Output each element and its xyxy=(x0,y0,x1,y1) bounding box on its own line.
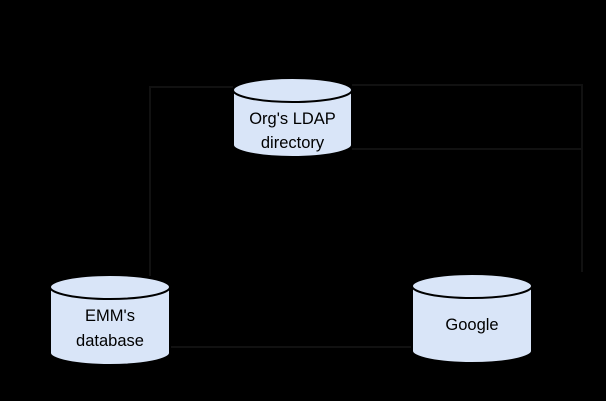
google-label-line1: Google xyxy=(445,316,498,334)
ldap-label-line2: directory xyxy=(261,134,325,152)
ldap-cylinder-top xyxy=(232,77,353,103)
connectors xyxy=(149,84,583,348)
db-cylinder-ldap: Org's LDAP directory xyxy=(232,77,353,158)
emm-label-line1: EMM's xyxy=(85,307,135,325)
emm-cylinder-top xyxy=(49,274,171,300)
db-cylinder-emm: EMM's database xyxy=(49,274,171,366)
connector-ldap-to-emm xyxy=(149,86,233,276)
ldap-label-line1: Org's LDAP xyxy=(249,110,336,128)
google-cylinder-top xyxy=(411,273,533,299)
db-cylinder-google: Google xyxy=(411,273,533,364)
emm-label-line2: database xyxy=(76,332,144,350)
connector-ldap-to-google-upper xyxy=(352,84,583,272)
